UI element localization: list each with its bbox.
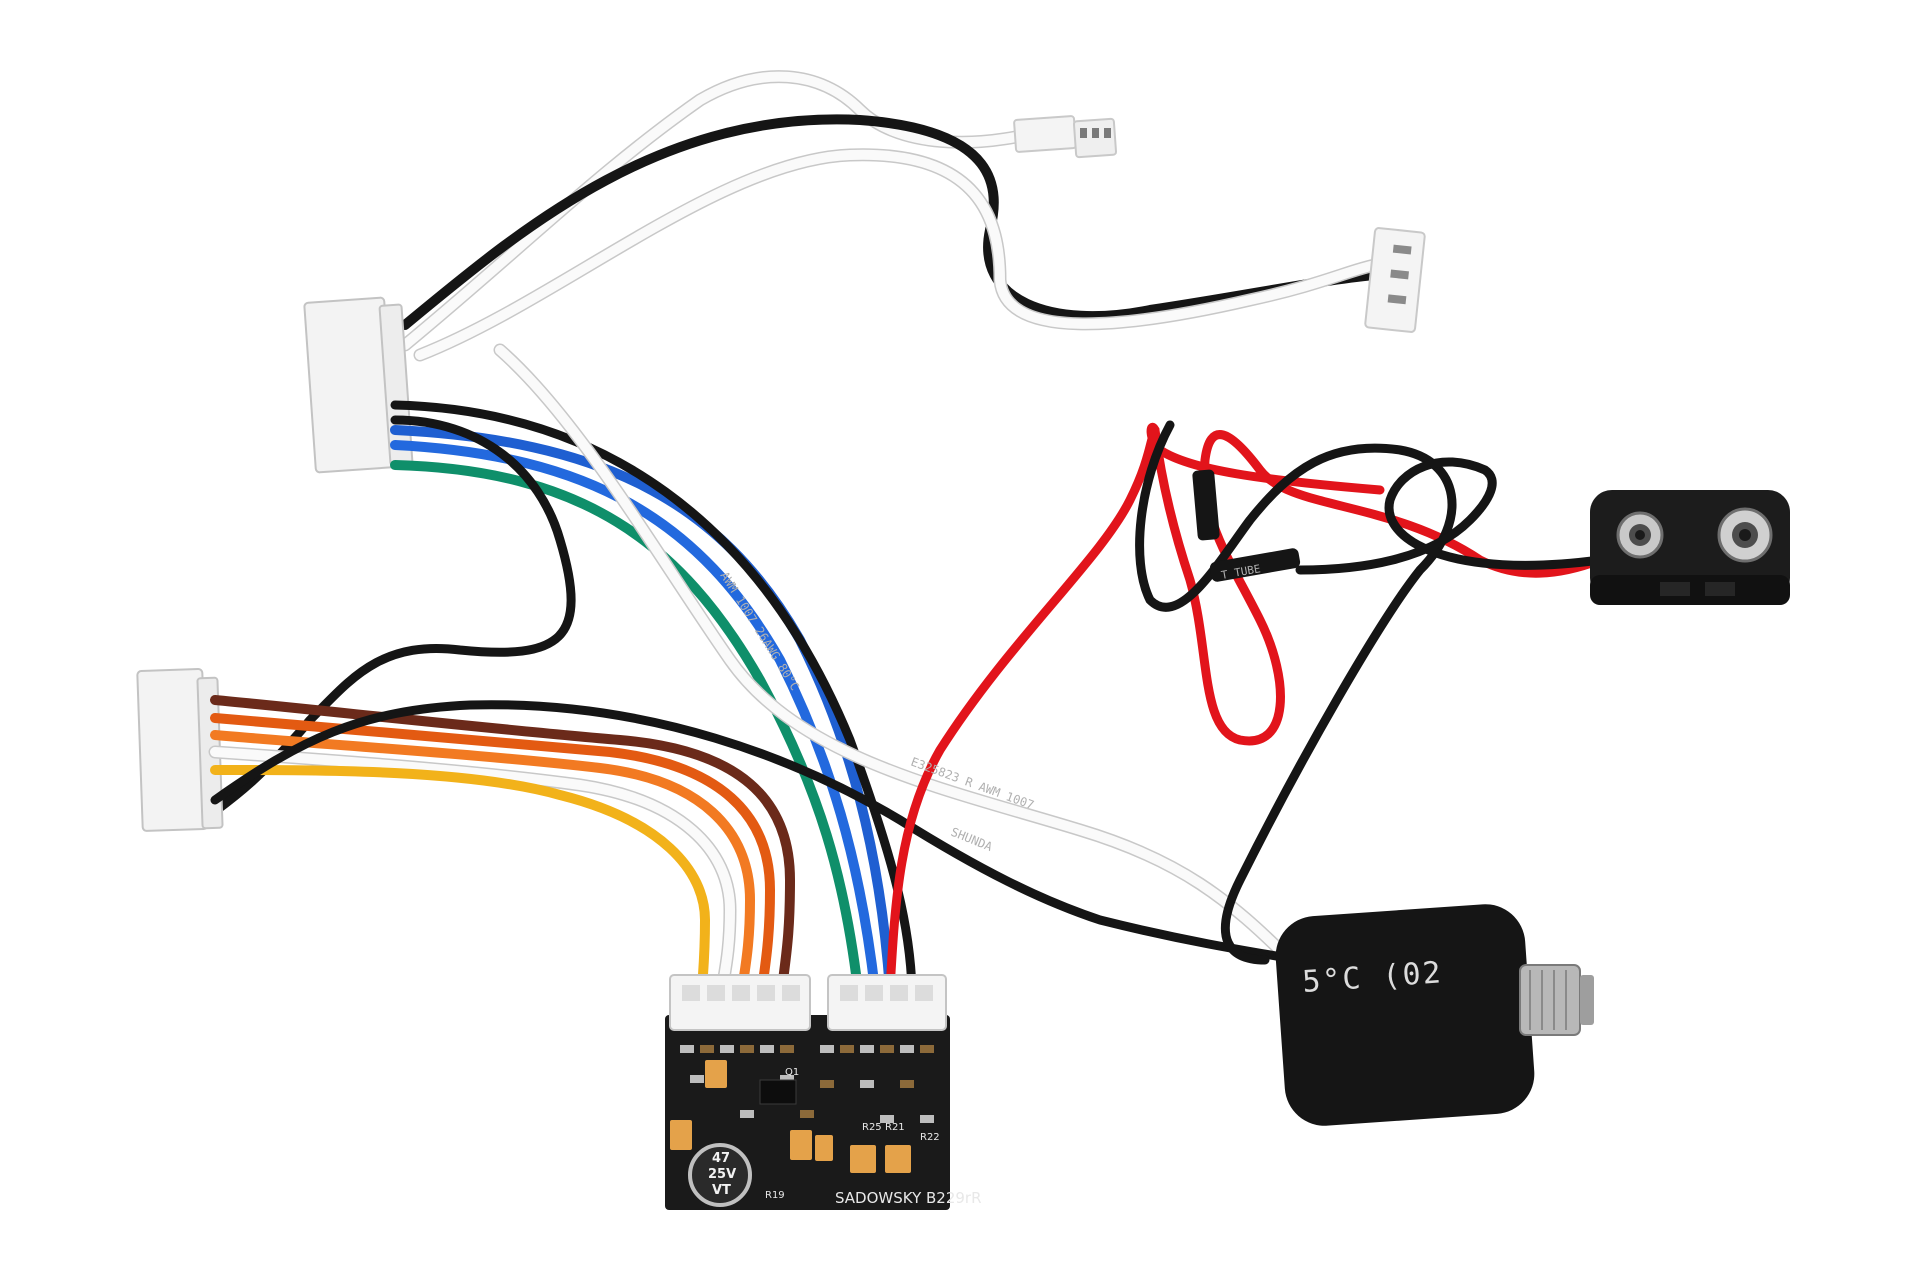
preamp-board: 47 25V VT Q1 R25 R21 R22 R19 SADOWSKY B2… bbox=[665, 974, 982, 1210]
white-cable-long bbox=[495, 345, 1295, 965]
silk-r19: R19 bbox=[765, 1190, 785, 1201]
blue-wire-b bbox=[390, 440, 880, 995]
battery-snap bbox=[1590, 490, 1790, 605]
silk-r22: R22 bbox=[920, 1132, 940, 1143]
svg-text:25V: 25V bbox=[708, 1167, 736, 1182]
jack-threaded-barrel bbox=[1519, 964, 1594, 1036]
yellow-wire bbox=[210, 765, 710, 995]
tantalum-capacitors bbox=[670, 1060, 911, 1173]
brown-wire bbox=[210, 695, 795, 995]
orange-wire-b bbox=[210, 730, 755, 995]
heatshrink-small bbox=[1192, 469, 1220, 541]
white-wire-left bbox=[210, 747, 735, 995]
board-model-label: SADOWSKY B229rR bbox=[835, 1189, 982, 1207]
jack-heatshrink bbox=[1275, 904, 1535, 1126]
wires-to-board-left-header bbox=[208, 695, 1305, 997]
red-wire-top-loop bbox=[1146, 423, 1385, 495]
black-cable-upper bbox=[400, 114, 1380, 330]
connector-3pin-right bbox=[1364, 227, 1426, 333]
red-wire-loop bbox=[1150, 425, 1605, 746]
white-cable-lower bbox=[415, 149, 1380, 360]
silk-q1: Q1 bbox=[785, 1067, 799, 1078]
ic-chip bbox=[759, 1079, 797, 1105]
orange-wire-a bbox=[210, 713, 775, 995]
electrolytic-capacitor: 47 25V VT bbox=[688, 1143, 752, 1207]
black-wire-left-long bbox=[210, 700, 1305, 965]
battery-wires: T TUBE bbox=[885, 420, 1605, 995]
silk-r25: R25 bbox=[862, 1122, 882, 1133]
black-wire-b bbox=[205, 415, 576, 820]
black-wire-battery-2 bbox=[1295, 457, 1605, 575]
svg-text:VT: VT bbox=[712, 1183, 731, 1198]
wires-to-board-right-header bbox=[205, 400, 917, 995]
red-wire-long bbox=[885, 425, 1160, 995]
header-left bbox=[669, 974, 811, 1031]
black-wire-battery bbox=[1135, 420, 1457, 965]
header-right bbox=[827, 974, 947, 1031]
smd-components bbox=[680, 1045, 934, 1123]
connector-8pin-left-top bbox=[303, 296, 414, 474]
svg-text:47: 47 bbox=[712, 1151, 730, 1166]
connector-3pin-top bbox=[1013, 115, 1118, 159]
silk-r21: R21 bbox=[885, 1122, 905, 1133]
heatshrink-small-2 bbox=[1209, 548, 1301, 582]
upper-harness bbox=[398, 70, 1426, 362]
connector-6pin-left-middle bbox=[136, 668, 224, 832]
white-cable-upper bbox=[400, 71, 1065, 350]
output-jack: 5°C (02 bbox=[1275, 904, 1594, 1126]
